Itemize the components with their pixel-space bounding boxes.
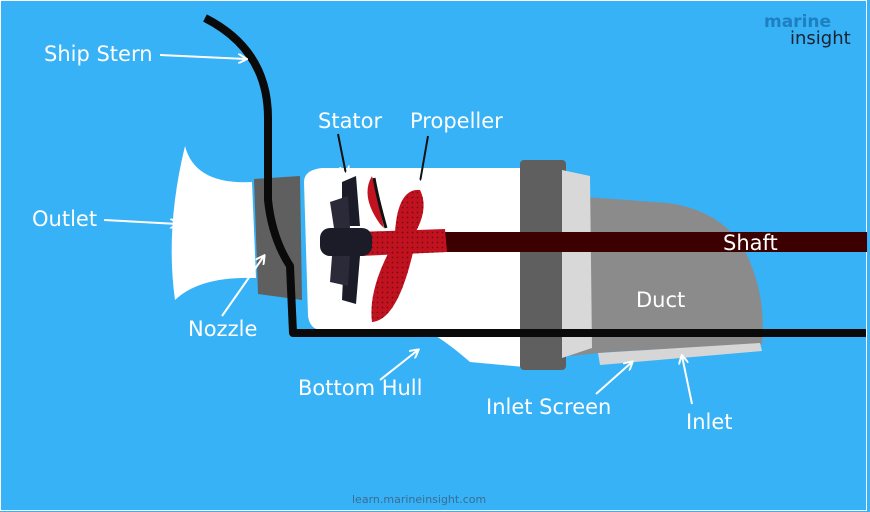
arrow-bottom-hull (379, 350, 418, 381)
footer-url: learn.marineinsight.com (352, 493, 486, 506)
label-nozzle: Nozzle (188, 317, 257, 341)
arrow-nozzle (221, 256, 264, 317)
arrow-propeller (420, 135, 429, 182)
shaft (425, 232, 867, 252)
label-shaft: Shaft (723, 231, 778, 255)
label-arrows (103, 55, 693, 405)
arrow-ship-stern (159, 55, 246, 59)
arrow-inlet (682, 356, 693, 405)
label-inlet: Inlet (686, 410, 733, 434)
arrow-stator (337, 133, 346, 174)
label-outlet: Outlet (32, 207, 97, 231)
label-duct: Duct (636, 288, 685, 312)
label-ship-stern: Ship Stern (44, 42, 153, 66)
label-bottom-hull: Bottom Hull (298, 376, 422, 400)
propeller (358, 176, 447, 322)
outlet-cone (171, 146, 256, 300)
arrow-inlet-screen (595, 362, 632, 395)
logo-line-2: insight (790, 28, 851, 49)
housing-ring-light (562, 170, 592, 358)
housing-body (304, 168, 535, 368)
label-propeller: Propeller (410, 109, 503, 133)
housing-ring-dark (520, 160, 566, 370)
label-inlet-screen: Inlet Screen (486, 395, 611, 419)
arrow-outlet (103, 220, 178, 224)
label-stator: Stator (318, 109, 383, 133)
logo-line-1: marine (764, 12, 831, 32)
marine-insight-logo: marine insight (764, 12, 851, 49)
ship-stern-hull (203, 14, 866, 337)
stator (320, 176, 372, 304)
